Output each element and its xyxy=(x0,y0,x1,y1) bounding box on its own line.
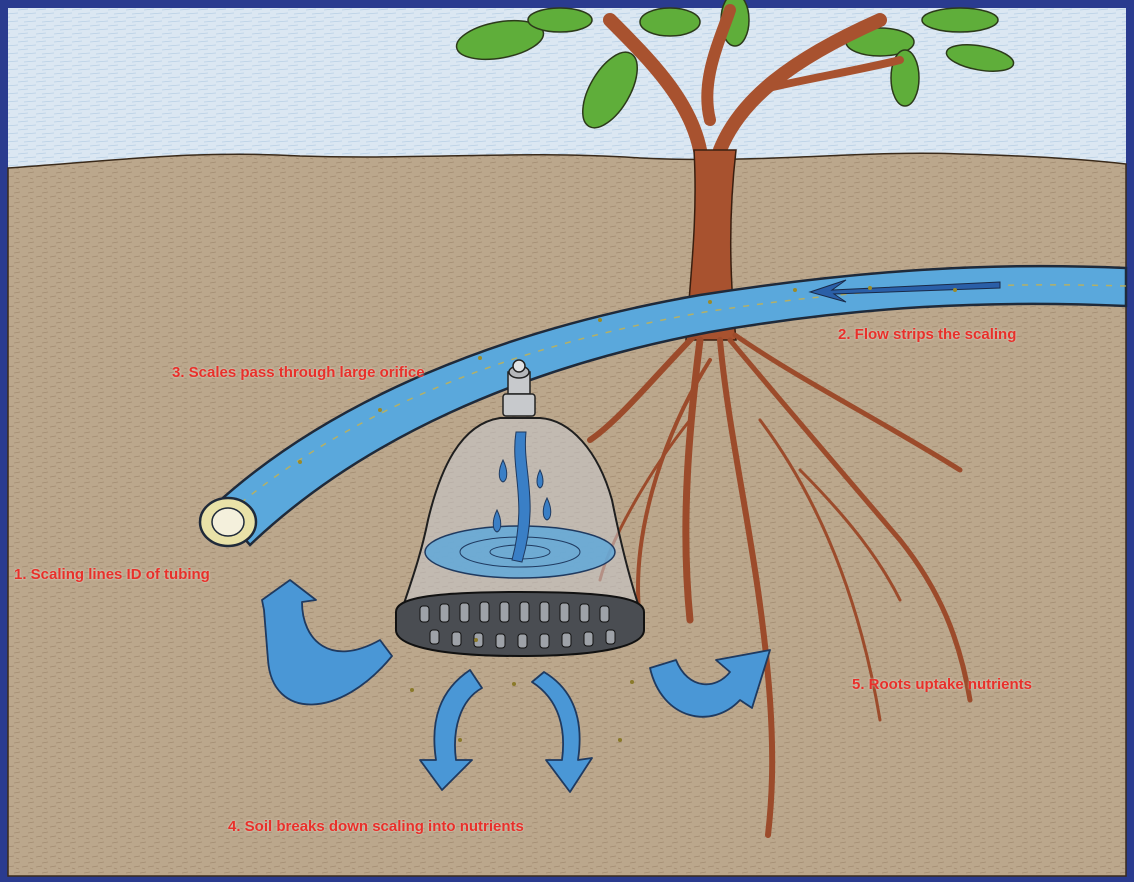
leaf xyxy=(528,8,592,32)
label-step-5-roots: 5. Roots uptake nutrients xyxy=(852,676,1032,693)
label-step-1-scaling: 1. Scaling lines ID of tubing xyxy=(14,566,210,583)
label-step-2-flow: 2. Flow strips the scaling xyxy=(838,326,1016,343)
leaf xyxy=(640,8,700,36)
label-step-4-soil: 4. Soil breaks down scaling into nutrien… xyxy=(228,818,524,835)
label-step-3-orifice: 3. Scales pass through large orifice xyxy=(172,364,425,381)
leaf xyxy=(922,8,998,32)
